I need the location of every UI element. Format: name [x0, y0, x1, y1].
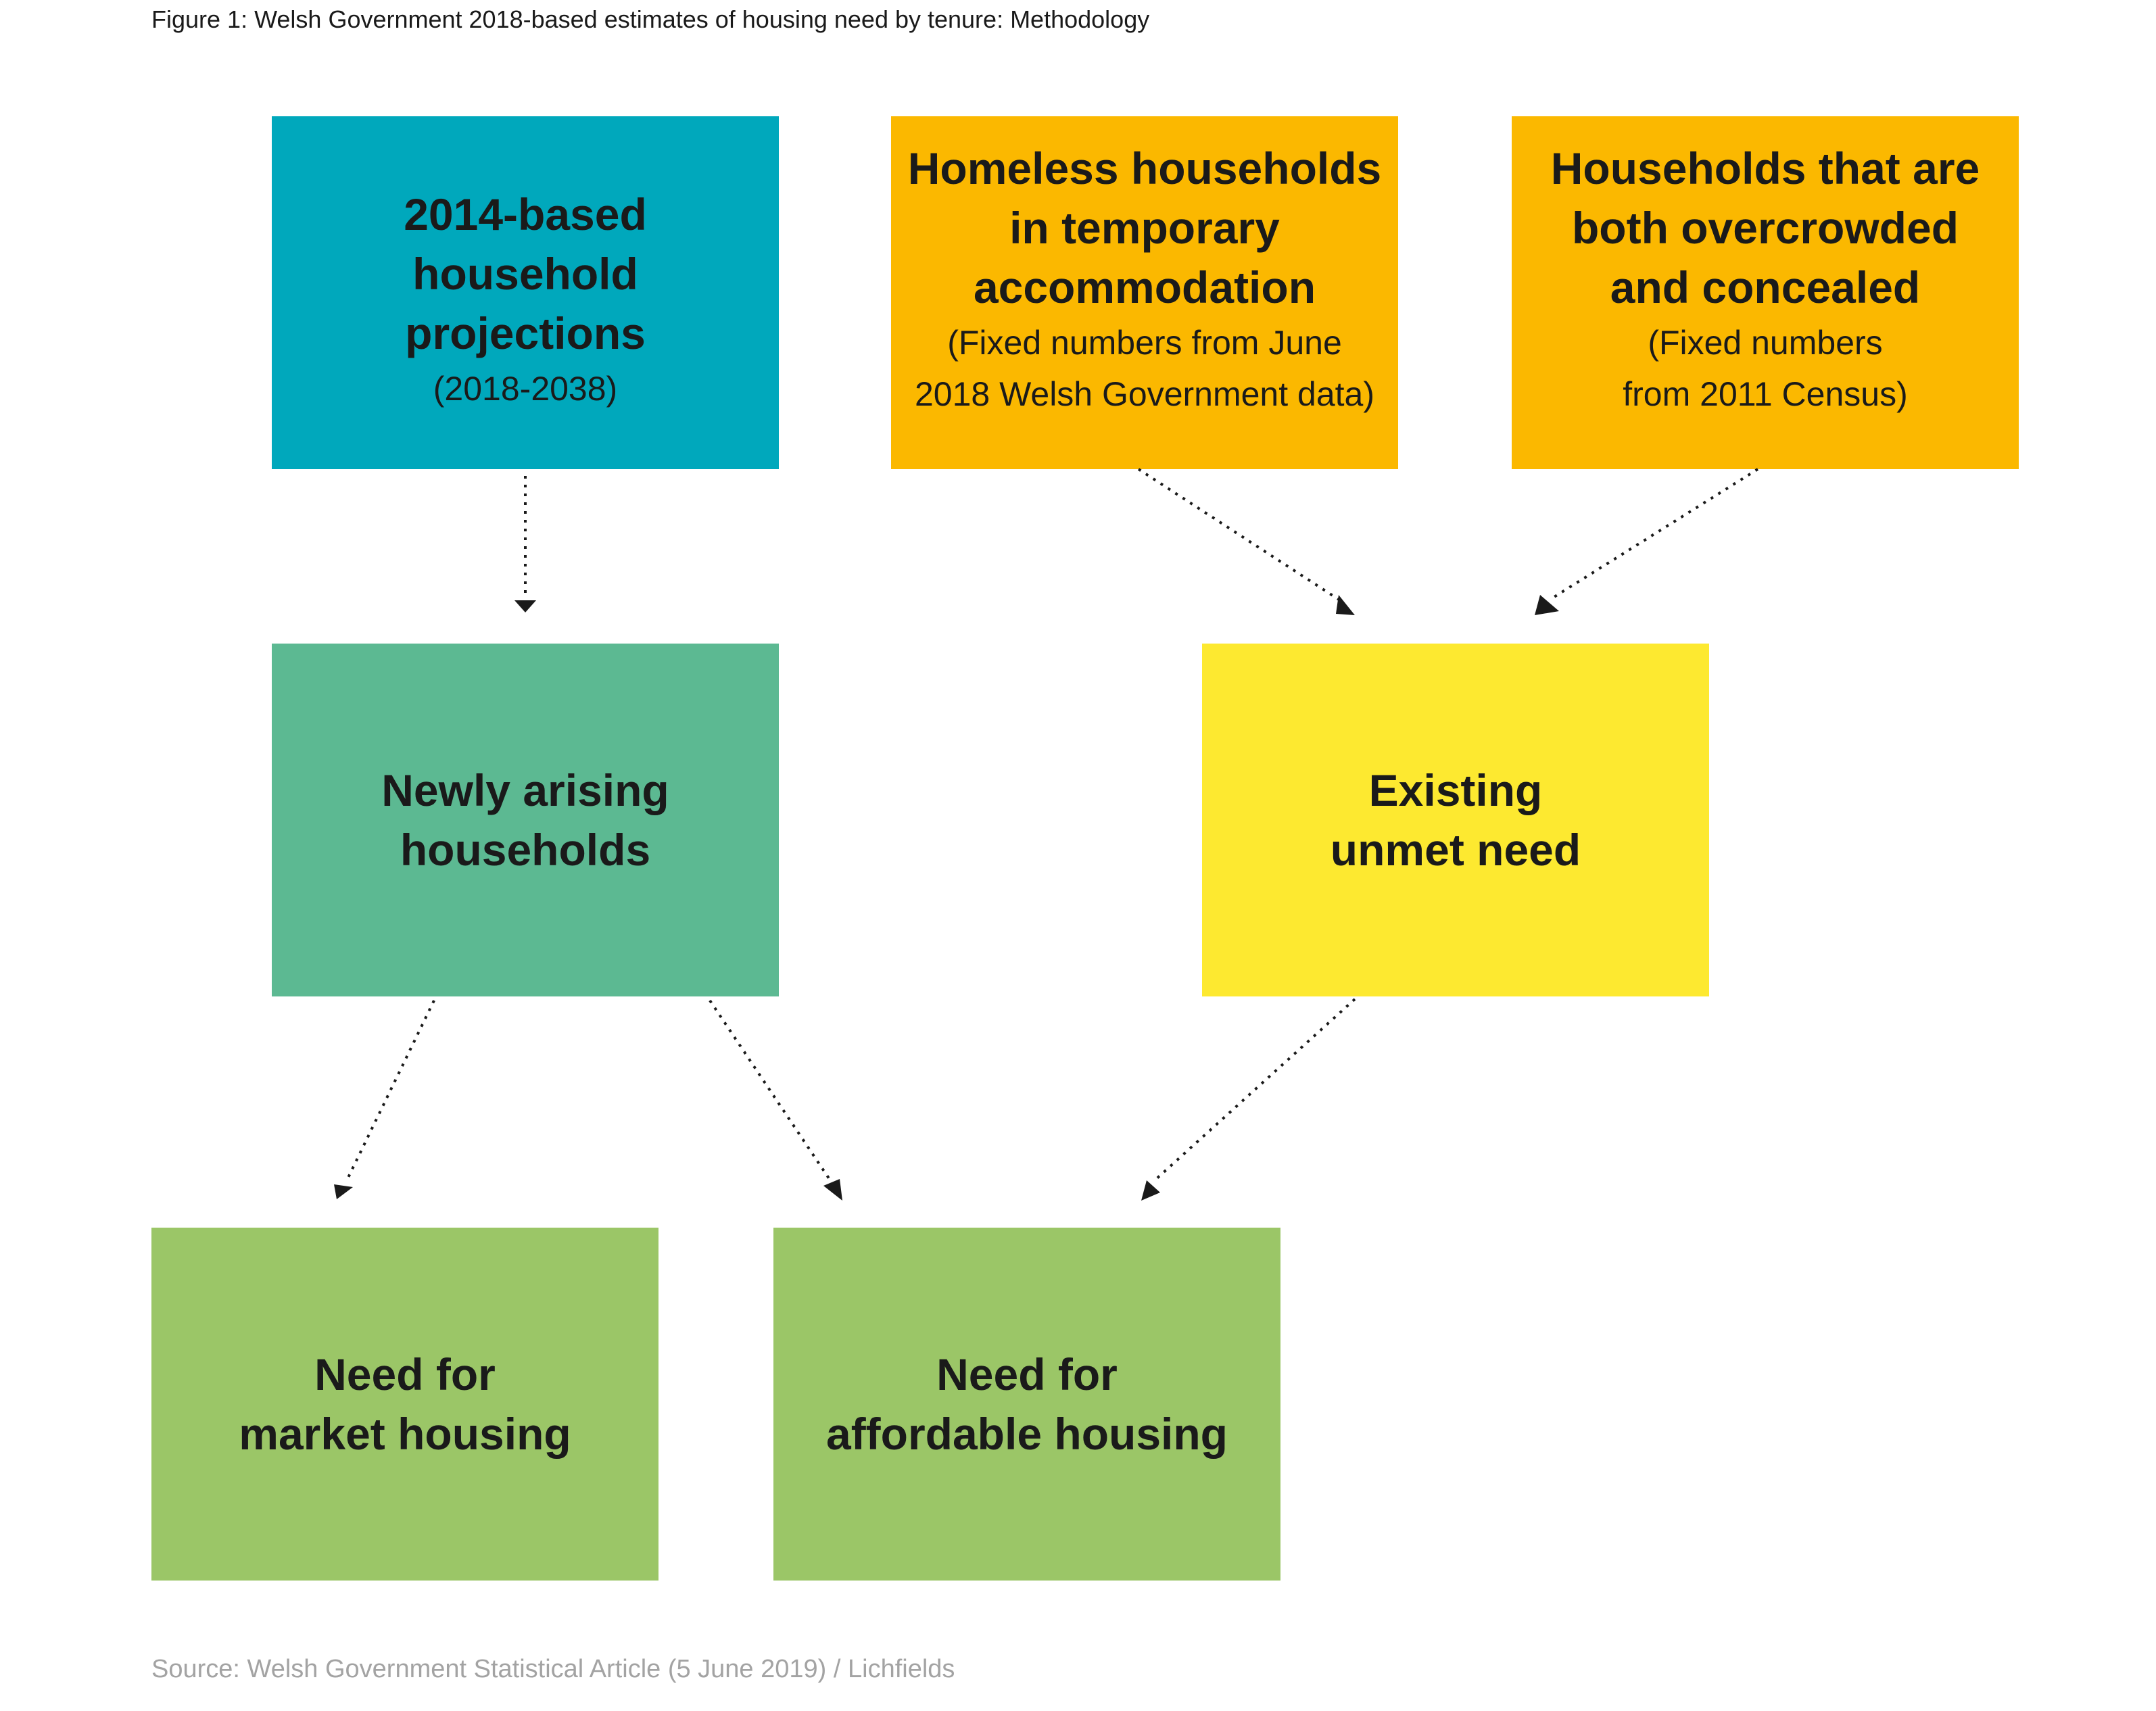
- arrowhead: [823, 1179, 842, 1201]
- arrowhead: [334, 1184, 353, 1199]
- edge-homeless-to-existing: [1137, 468, 1341, 602]
- edge-newly-to-market: [345, 1000, 435, 1181]
- edge-existing-to-affordable: [1153, 998, 1356, 1182]
- node-label: Existing unmet need: [1330, 765, 1581, 875]
- node-label: Need for affordable housing: [826, 1349, 1228, 1459]
- arrowhead: [514, 600, 536, 612]
- node-label: Households that are both overcrowded and…: [1550, 143, 1980, 312]
- edge-newly-to-affordable: [709, 999, 832, 1182]
- node-market-housing: Need for market housing: [151, 1228, 658, 1581]
- node-sublabel: (2018-2038): [433, 370, 618, 408]
- node-affordable-housing: Need for affordable housing: [773, 1228, 1280, 1581]
- arrowhead: [1336, 595, 1355, 615]
- figure-title: Figure 1: Welsh Government 2018-based es…: [151, 5, 1150, 33]
- node-sublabel: (Fixed numbers from June 2018 Welsh Gove…: [914, 324, 1374, 413]
- edge-overcrowded-to-existing: [1550, 468, 1759, 600]
- node-overcrowded-concealed: Households that are both overcrowded and…: [1512, 116, 2019, 469]
- node-label: Need for market housing: [239, 1349, 571, 1459]
- node-homeless-households: Homeless households in temporary accommo…: [891, 116, 1398, 469]
- node-label: Homeless households in temporary accommo…: [907, 143, 1382, 312]
- arrowhead: [1535, 595, 1559, 615]
- figure-source: Source: Welsh Government Statistical Art…: [151, 1655, 955, 1683]
- node-label: Newly arising households: [381, 765, 669, 875]
- node-label: 2014-based household projections: [404, 189, 647, 358]
- arrowhead: [1141, 1180, 1160, 1201]
- node-existing-unmet-need: Existing unmet need: [1202, 644, 1709, 996]
- node-household-projections: 2014-based household projections (2018-2…: [272, 116, 779, 469]
- node-sublabel: (Fixed numbers from 2011 Census): [1623, 324, 1908, 413]
- node-newly-arising: Newly arising households: [272, 644, 779, 996]
